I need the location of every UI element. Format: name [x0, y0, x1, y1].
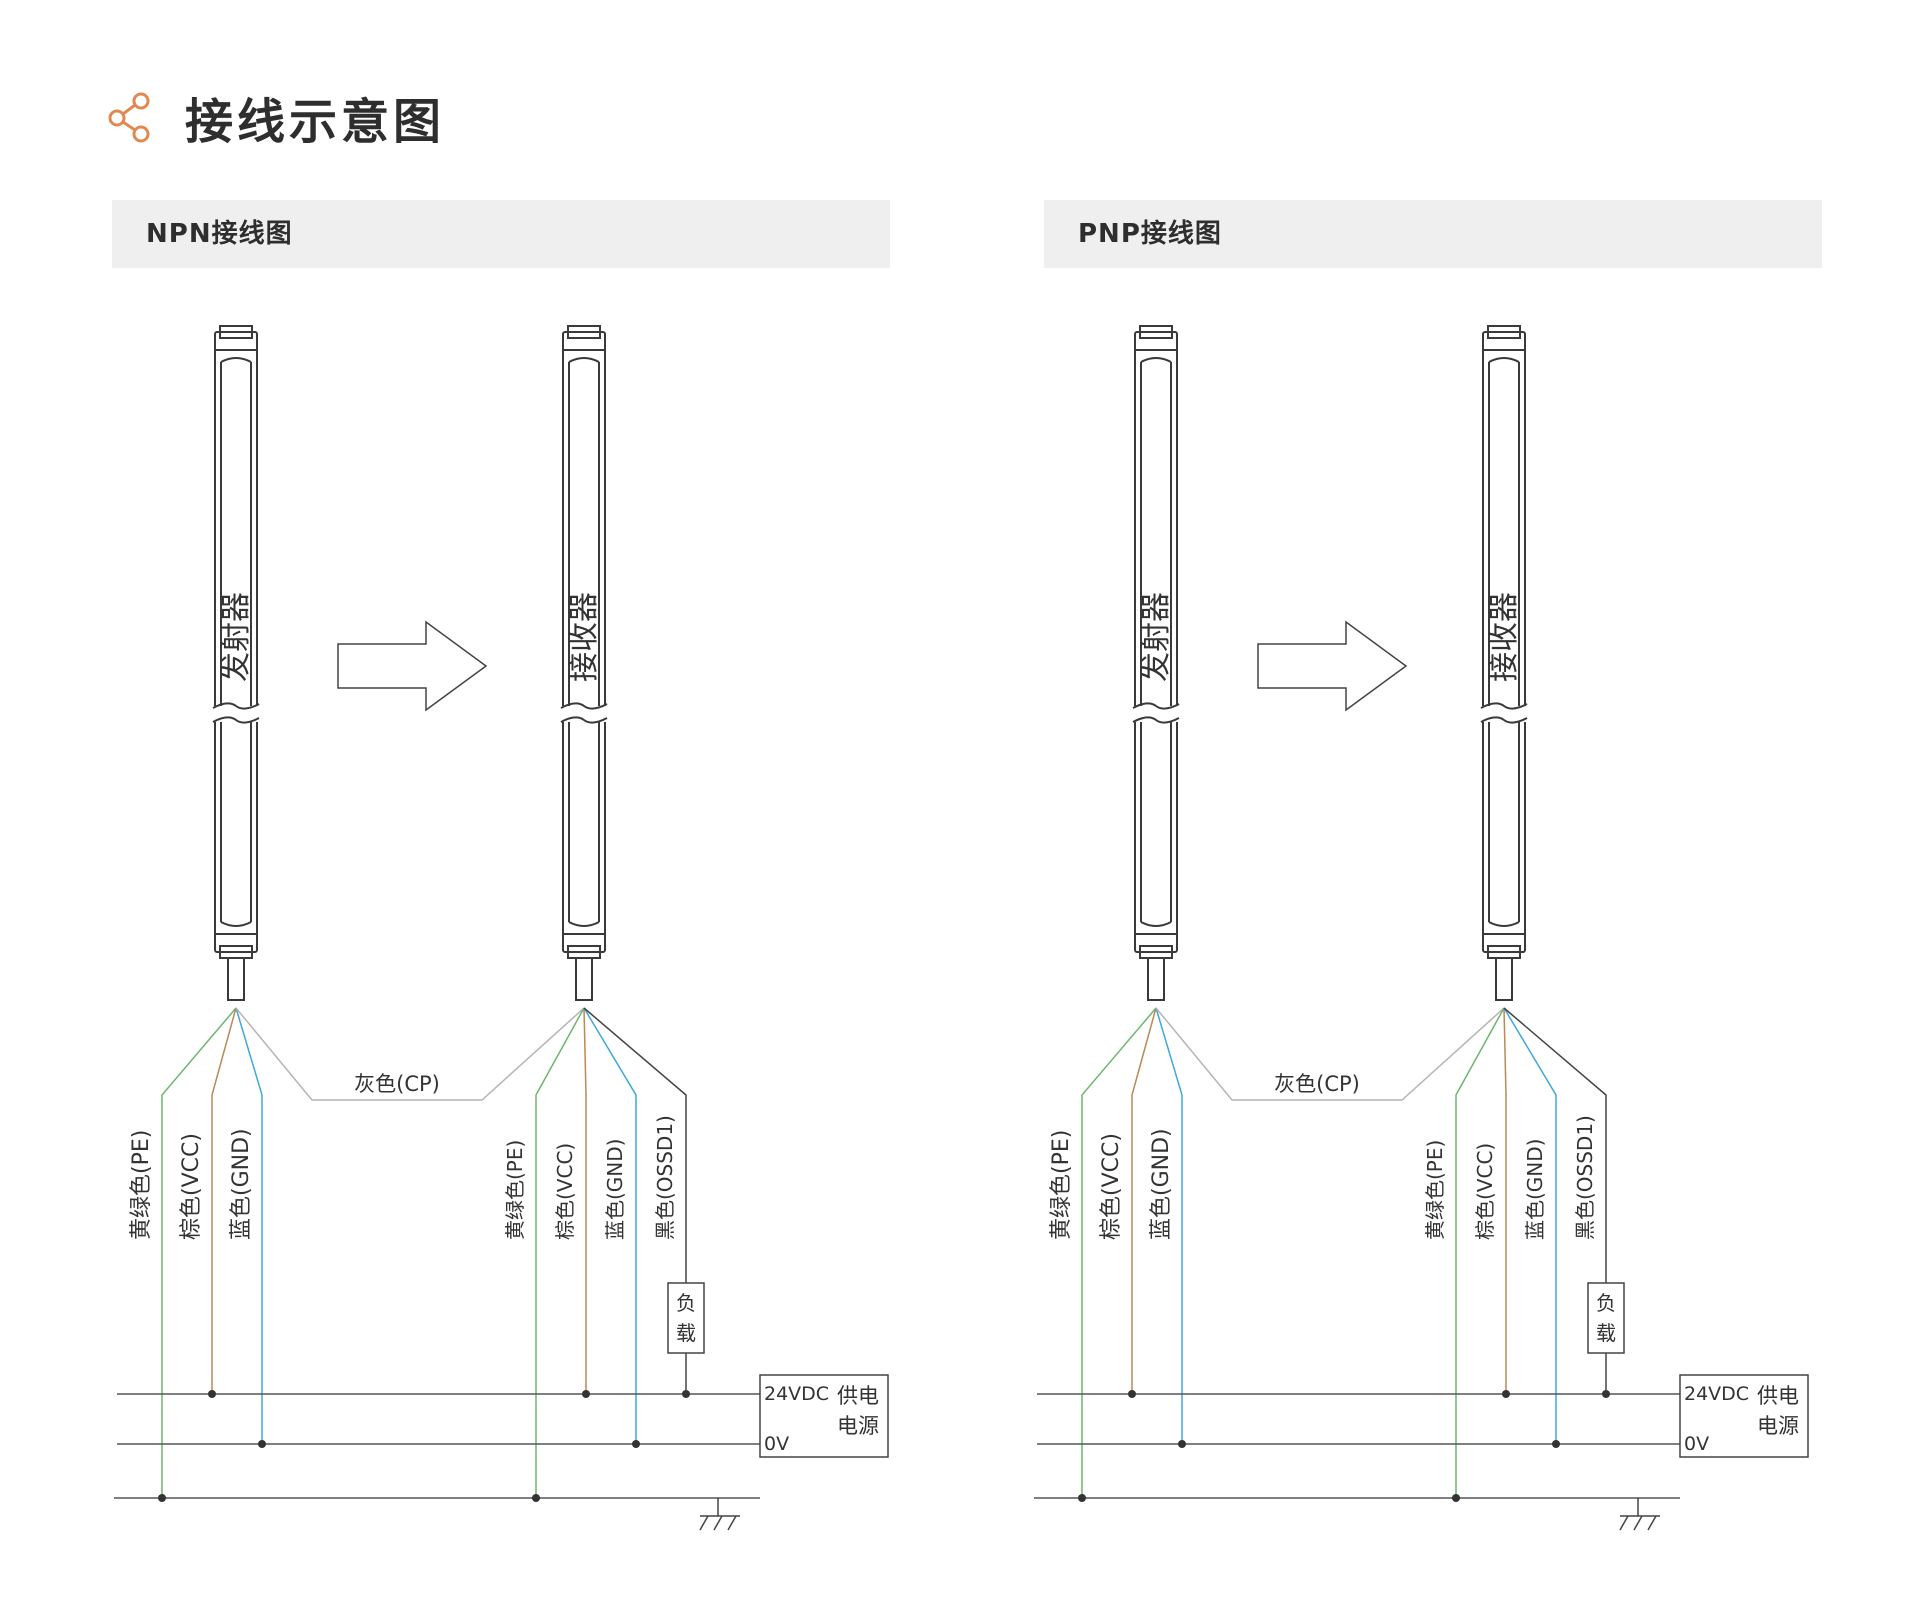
npn-section-header: NPN接线图: [112, 200, 890, 268]
receiver-wire-label: 黑色(OSSD1): [1573, 1115, 1597, 1240]
emitter-wire-vcc: [1131, 1007, 1157, 1394]
power-supply-label: 电源: [1757, 1414, 1799, 1438]
ground-icon: [1647, 1515, 1657, 1531]
junction-dot: [258, 1440, 266, 1448]
pnp-section-title: PNP接线图: [1078, 219, 1222, 249]
page-title: 接线示意图: [185, 94, 446, 150]
ground-icon: [713, 1515, 723, 1531]
page-header: 接线示意图: [105, 82, 445, 152]
junction-dot: [532, 1494, 540, 1502]
receiver-wire-label: 棕色(VCC): [553, 1143, 577, 1240]
receiver-wire-label: 黄绿色(PE): [503, 1140, 527, 1240]
junction-dot: [582, 1390, 590, 1398]
receiver-label: 接收器: [1487, 592, 1522, 682]
junction-dot: [1452, 1494, 1460, 1502]
receiver-wire-label: 蓝色(GND): [603, 1139, 627, 1240]
receiver-wire-pe: [1455, 1007, 1505, 1498]
receiver-wire-vcc: [583, 1007, 587, 1394]
ground-icon: [727, 1515, 737, 1531]
pnp-section-header: PNP接线图: [1044, 200, 1822, 268]
junction-dot: [158, 1494, 166, 1502]
receiver: 接收器: [1479, 325, 1529, 1001]
power-supply-box: [759, 1374, 889, 1458]
sync-wire-cp: [1155, 1007, 1505, 1101]
emitter-wire-label: 棕色(VCC): [1099, 1133, 1124, 1240]
sync-wire-label: 灰色(CP): [1274, 1072, 1360, 1096]
receiver-label: 接收器: [567, 592, 602, 682]
emitter-wire-pe: [1081, 1007, 1157, 1498]
receiver-wire-vcc: [1503, 1007, 1507, 1394]
power-supply-label: 电源: [837, 1414, 879, 1438]
ground-icon: [699, 1515, 709, 1531]
receiver-wire-label: 黄绿色(PE): [1423, 1140, 1447, 1240]
receiver-wire-ossd1: [583, 1007, 687, 1283]
junction-dot: [1602, 1390, 1610, 1398]
junction-dot: [1128, 1390, 1136, 1398]
receiver: 接收器: [559, 325, 609, 1001]
direction-arrow-icon: [337, 620, 488, 712]
load-label: 载: [676, 1321, 696, 1345]
emitter-wire-label: 黄绿色(PE): [129, 1130, 154, 1240]
emitter: 发射器: [211, 325, 261, 1001]
load-box: [1587, 1282, 1625, 1354]
emitter-wire-vcc: [211, 1007, 237, 1394]
receiver-wire-label: 棕色(VCC): [1473, 1143, 1497, 1240]
power-voltage-label: 24VDC: [1684, 1383, 1749, 1405]
junction-dot: [1078, 1494, 1086, 1502]
power-supply-label: 供电: [1757, 1384, 1799, 1408]
junction-dot: [1552, 1440, 1560, 1448]
receiver-wire-pe: [535, 1007, 585, 1498]
receiver-wire-gnd: [1503, 1007, 1557, 1444]
share-icon: [108, 92, 150, 143]
junction-dot: [208, 1390, 216, 1398]
receiver-wire-label: 蓝色(GND): [1523, 1139, 1547, 1240]
emitter-label: 发射器: [219, 592, 254, 682]
emitter-wire-gnd: [235, 1007, 263, 1444]
power-voltage-label: 24VDC: [764, 1383, 829, 1405]
power-zero-label: 0V: [764, 1433, 789, 1455]
emitter-wire-label: 棕色(VCC): [179, 1133, 204, 1240]
sync-wire-label: 灰色(CP): [354, 1072, 440, 1096]
junction-dot: [1178, 1440, 1186, 1448]
power-zero-label: 0V: [1684, 1433, 1709, 1455]
load-label: 负: [676, 1291, 696, 1315]
emitter-wire-label: 黄绿色(PE): [1049, 1130, 1074, 1240]
direction-arrow-icon: [1257, 620, 1408, 712]
emitter-wire-label: 蓝色(GND): [1149, 1128, 1174, 1240]
power-supply-box: [1679, 1374, 1809, 1458]
emitter: 发射器: [1131, 325, 1181, 1001]
power-supply-label: 供电: [837, 1384, 879, 1408]
load-label: 负: [1596, 1291, 1616, 1315]
emitter-label: 发射器: [1139, 592, 1174, 682]
junction-dot: [1502, 1390, 1510, 1398]
load-box: [667, 1282, 705, 1354]
receiver-wire-gnd: [583, 1007, 637, 1444]
ground-icon: [1633, 1515, 1643, 1531]
emitter-wire-gnd: [1155, 1007, 1183, 1444]
junction-dot: [682, 1390, 690, 1398]
emitter-wire-pe: [161, 1007, 237, 1498]
receiver-wire-label: 黑色(OSSD1): [653, 1115, 677, 1240]
load-label: 载: [1596, 1321, 1616, 1345]
emitter-wire-label: 蓝色(GND): [229, 1128, 254, 1240]
junction-dot: [632, 1440, 640, 1448]
sync-wire-cp: [235, 1007, 585, 1101]
receiver-wire-ossd1: [1503, 1007, 1607, 1283]
npn-section-title: NPN接线图: [146, 219, 293, 249]
ground-icon: [1619, 1515, 1629, 1531]
